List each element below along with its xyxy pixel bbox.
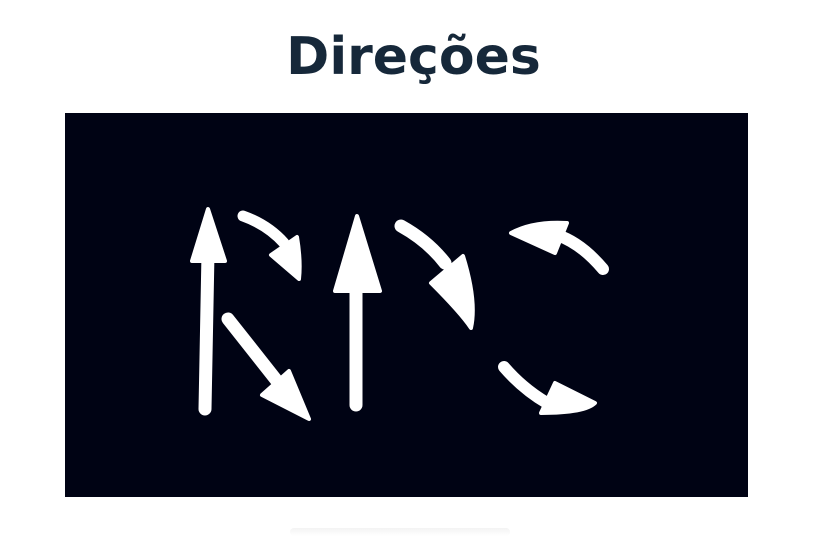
directions-figure xyxy=(65,113,748,497)
curved-arrow-down-icon xyxy=(394,219,475,330)
curved-arrow-up-left-icon xyxy=(509,220,609,275)
arrow-down-right-icon xyxy=(221,312,311,421)
bottom-divider xyxy=(290,528,510,536)
arrow-up-icon xyxy=(333,214,382,412)
arrow-up-icon xyxy=(190,207,227,416)
page-title: Direções xyxy=(286,27,541,87)
curved-arrow-down-right-icon xyxy=(498,361,597,415)
arrows-drawing xyxy=(190,207,609,421)
curved-arrow-down-right-icon xyxy=(237,210,302,281)
